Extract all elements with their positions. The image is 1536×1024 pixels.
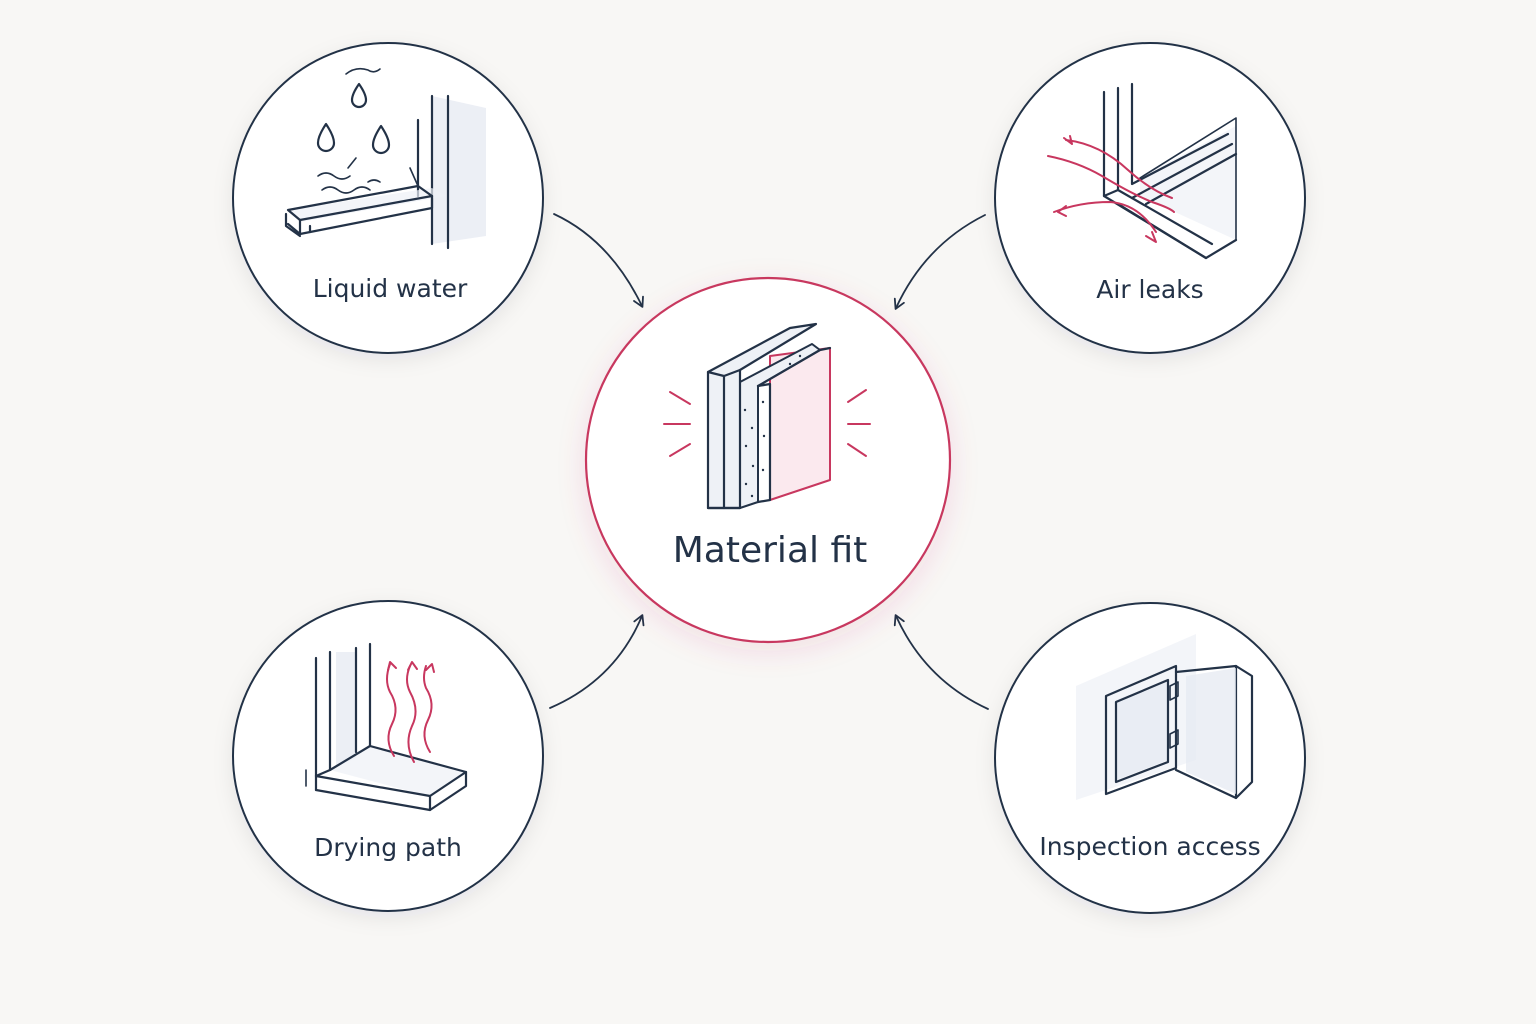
node-air-leaks: Air leaks <box>994 42 1306 354</box>
layered-wall-panel-icon <box>663 322 871 510</box>
node-label-inspection-access: Inspection access <box>1039 832 1260 861</box>
center-label-material-fit: Material fit <box>673 530 867 571</box>
node-label-liquid-water: Liquid water <box>313 274 468 303</box>
node-liquid-water: Liquid water <box>232 42 544 354</box>
connector-liquid-water <box>553 213 644 308</box>
node-label-drying-path: Drying path <box>314 833 462 862</box>
node-drying-path: Drying path <box>232 600 544 912</box>
node-material-fit: Material fit <box>584 276 952 644</box>
air-flow-through-frame-icon <box>1047 82 1238 260</box>
connector-air-leaks <box>893 214 986 310</box>
water-drops-on-sill-icon <box>284 67 486 250</box>
access-panel-door-icon <box>1076 634 1254 800</box>
node-label-air-leaks: Air leaks <box>1096 275 1203 304</box>
connector-inspection-access <box>893 614 989 710</box>
rising-vapor-wall-icon <box>305 642 468 812</box>
node-inspection-access: Inspection access <box>994 602 1306 914</box>
connector-drying-path <box>549 614 645 709</box>
node-circle-material-fit <box>584 276 952 644</box>
